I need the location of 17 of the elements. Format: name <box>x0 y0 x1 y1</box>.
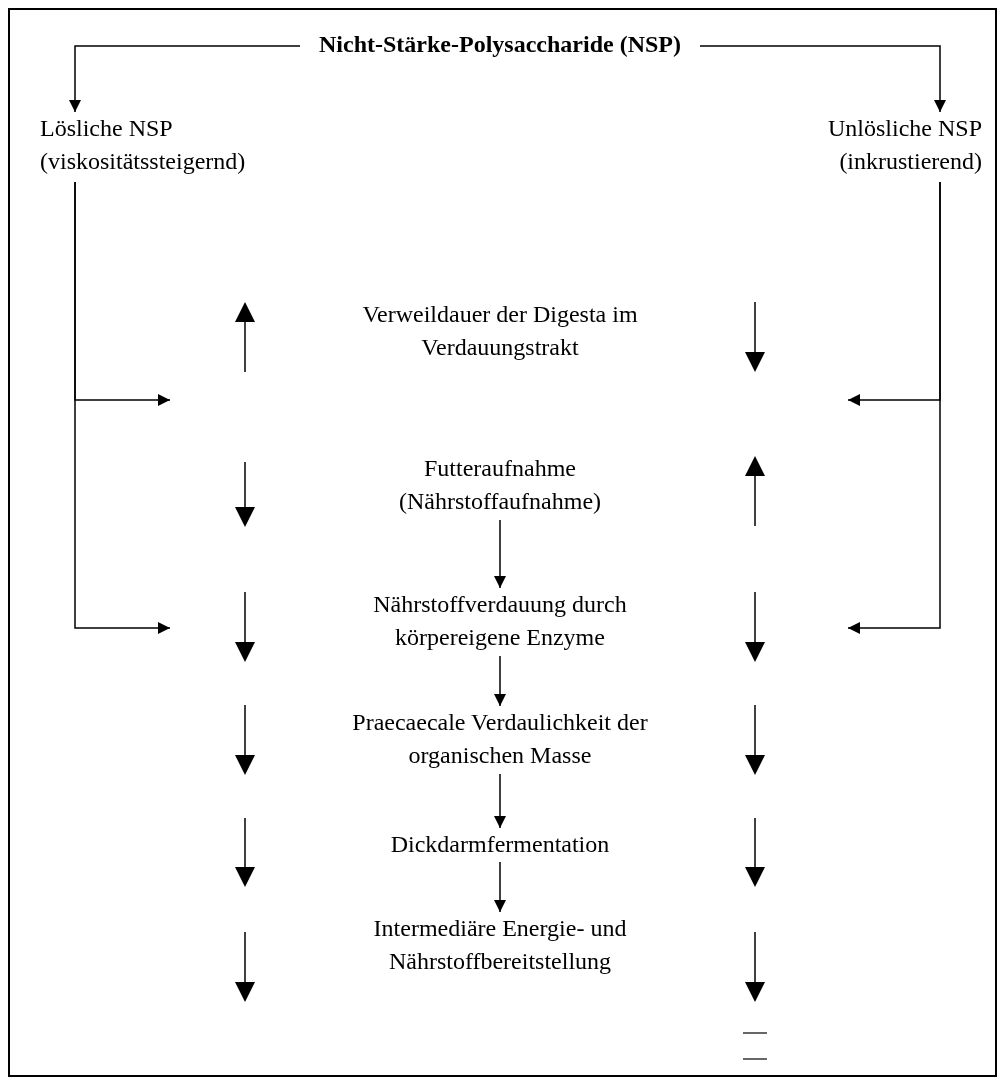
effect-label: Praecaecale Verdaulichkeit der organischen Masse <box>351 708 649 770</box>
arrow <box>699 45 946 113</box>
arrow <box>494 655 506 707</box>
effect-label: Intermediäre Energie- und Nährstoffbereitstellung <box>372 914 628 976</box>
category-label: Lösliche NSP (viskositätssteigernd) <box>40 114 247 176</box>
arrow <box>847 181 941 634</box>
effect-label: Futteraufnahme (Nährstoffaufnahme) <box>397 454 603 516</box>
arrow <box>494 519 506 589</box>
arrow <box>69 45 301 113</box>
heading-text: Nicht-Stärke-Polysaccharide (NSP) <box>318 30 682 59</box>
arrow <box>494 773 506 829</box>
effect-label: Dickdarmfermentation <box>389 830 611 859</box>
arrow <box>74 181 171 634</box>
effect-label: Verweildauer der Digesta im Verdauungstrakt <box>361 300 639 362</box>
arrow <box>494 861 506 913</box>
effect-label: Nährstoffverdauung durch körpereigene Enzyme <box>372 590 628 652</box>
category-label: Unlösliche NSP (inkrustierend) <box>827 114 982 176</box>
